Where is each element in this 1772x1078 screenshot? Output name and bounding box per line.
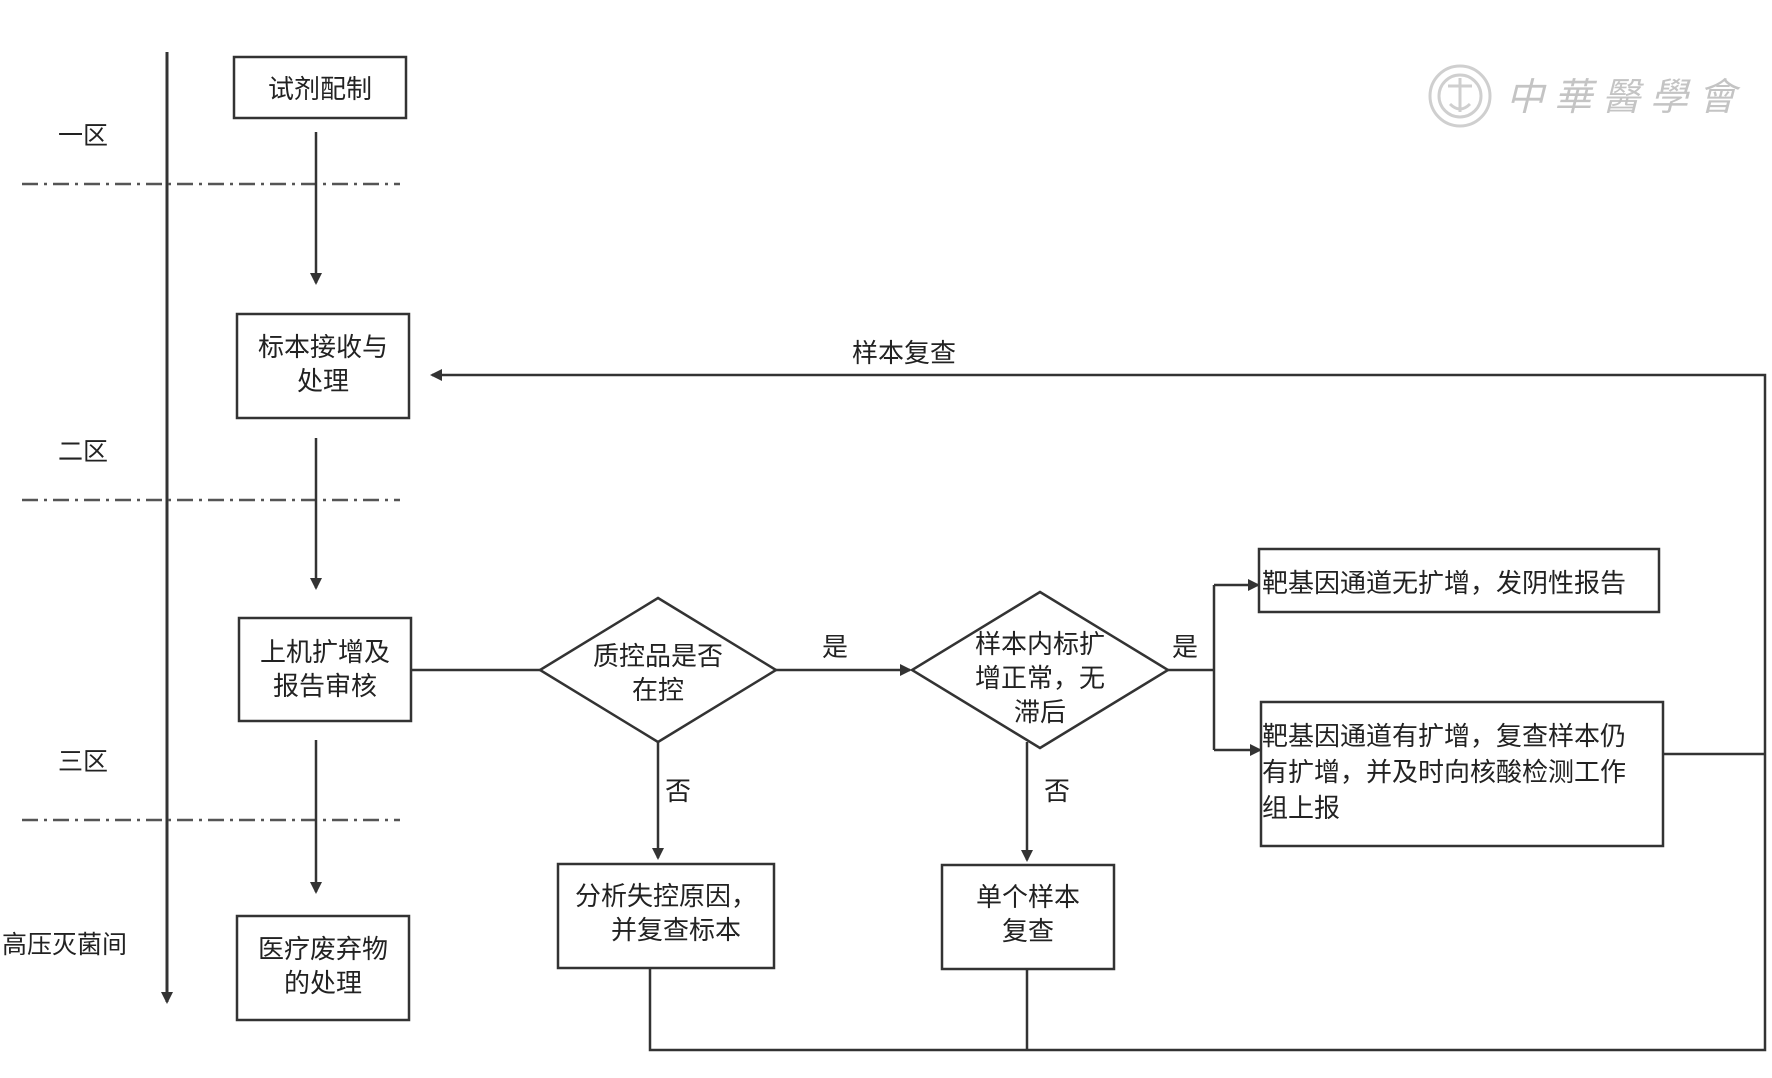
decision-ic-line-2: 增正常，无	[975, 664, 1105, 694]
decision-internal-control: 样本内标扩 增正常，无 滞后	[909, 590, 1171, 750]
label-qc-no: 否	[665, 777, 691, 807]
box-positive-report-line-2: 有扩增，并及时向核酸检测工作	[1262, 758, 1626, 788]
box-amplification: 上机扩增及 报告审核	[237, 616, 413, 723]
box-amplification-line-2: 报告审核	[273, 672, 377, 702]
box-reagent-prep-line-1: 试剂配制	[268, 75, 372, 105]
label-qc-yes: 是	[822, 633, 848, 663]
box-reagent-prep: 试剂配制	[232, 55, 408, 120]
watermark-text: 中華醫學會	[1506, 75, 1746, 119]
box-positive-report-line-1: 靶基因通道有扩增，复查样本仍	[1262, 722, 1626, 752]
box-waste-disposal-line-2: 的处理	[284, 969, 362, 999]
label-sample-recheck: 样本复查	[852, 339, 956, 369]
decision-qc-line-2: 在控	[632, 676, 684, 706]
box-negative-report-text: 靶基因通道无扩增，发阴性报告	[1262, 569, 1626, 599]
zone-label-1: 一区	[58, 121, 108, 150]
box-amplification-line-1: 上机扩增及	[260, 638, 390, 668]
box-waste-disposal: 医疗废弃物 的处理	[235, 914, 411, 1022]
box-negative-report: 靶基因通道无扩增，发阴性报告	[1257, 547, 1661, 614]
box-analyze-cause: 分析失控原因， 并复查标本	[556, 862, 776, 970]
box-specimen-receipt: 标本接收与 处理	[235, 312, 411, 420]
box-positive-report: 靶基因通道有扩增，复查样本仍 有扩增，并及时向核酸检测工作 组上报	[1259, 700, 1665, 848]
label-ic-no: 否	[1044, 777, 1070, 807]
box-analyze-cause-line-2: 并复查标本	[611, 916, 741, 946]
feedback-loop-line	[430, 369, 1767, 1052]
decision-qc-line-1: 质控品是否	[593, 642, 723, 672]
label-ic-yes: 是	[1172, 633, 1198, 663]
zone-label-3: 三区	[58, 747, 108, 776]
box-specimen-receipt-line-2: 处理	[297, 367, 349, 397]
box-single-sample-line-2: 复查	[1002, 917, 1054, 947]
zone-label-autoclave: 高压灭菌间	[2, 930, 127, 959]
zone-label-2: 二区	[58, 437, 108, 466]
decision-ic-line-1: 样本内标扩	[975, 630, 1105, 660]
box-single-sample-line-1: 单个样本	[976, 883, 1080, 913]
zone-dividers	[22, 182, 400, 822]
box-positive-report-line-3: 组上报	[1262, 794, 1340, 824]
box-specimen-receipt-line-1: 标本接收与	[258, 333, 388, 363]
decision-ic-line-3: 滞后	[1014, 698, 1066, 728]
box-waste-disposal-line-1: 医疗废弃物	[258, 935, 388, 965]
society-seal-icon	[1428, 64, 1492, 128]
box-single-sample-recheck: 单个样本 复查	[940, 863, 1116, 971]
decision-qc-in-control: 质控品是否 在控	[537, 596, 779, 744]
box-analyze-cause-line-1: 分析失控原因，	[575, 882, 757, 912]
watermark: 中華醫學會	[1428, 64, 1746, 128]
